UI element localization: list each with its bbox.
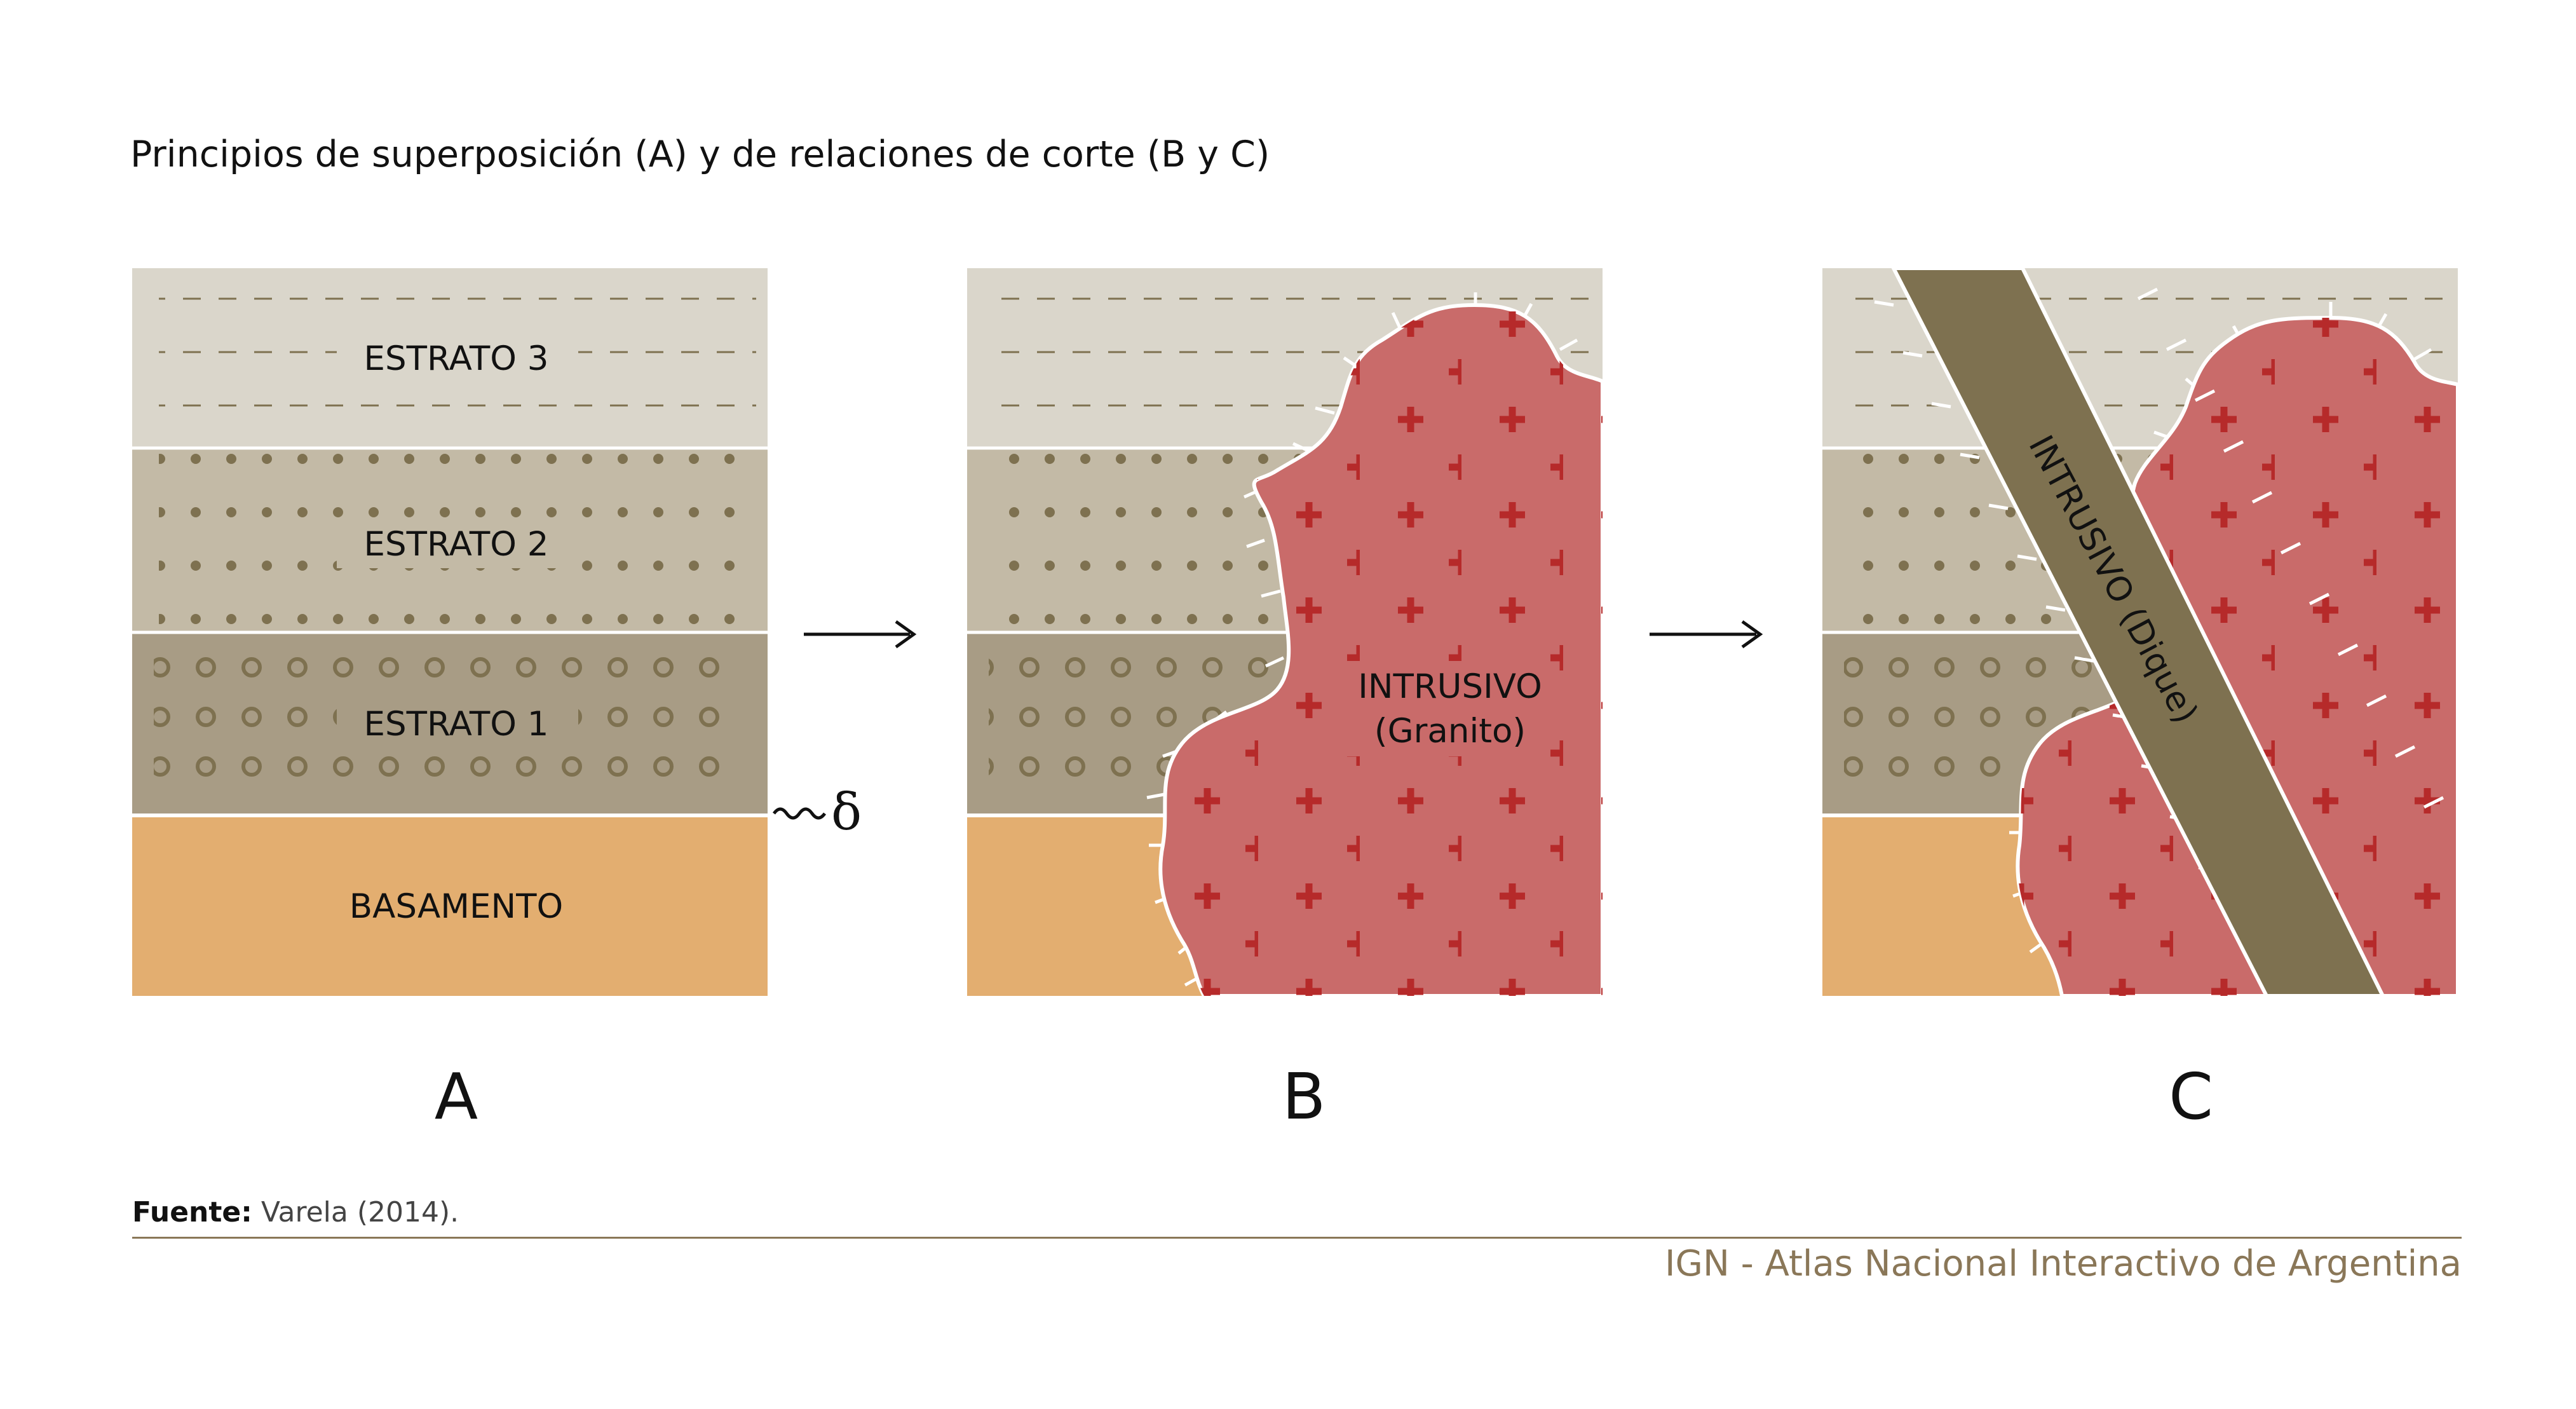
dike-intrusion	[1891, 268, 2385, 996]
panel-letter-b: B	[1282, 1059, 1326, 1134]
panel-letter-a: A	[435, 1059, 478, 1134]
source-label: Fuente:	[132, 1196, 252, 1229]
unconformity-wave-icon	[772, 807, 827, 820]
arrow-a-to-b	[804, 620, 917, 649]
footer-credit: IGN - Atlas Nacional Interactivo de Arge…	[1665, 1243, 2462, 1284]
source-text: Varela (2014).	[261, 1196, 459, 1229]
estrato-1-label: ESTRATO 1	[364, 705, 549, 744]
panel-letter-c: C	[2169, 1059, 2213, 1134]
granite-label-line1: INTRUSIVO	[1358, 667, 1542, 706]
page-title: Principios de superposición (A) y de rel…	[130, 133, 1270, 175]
basamento-label: BASAMENTO	[349, 887, 563, 926]
arrow-b-to-c	[1650, 620, 1763, 649]
granite-label-line2: (Granito)	[1374, 712, 1526, 751]
footer-divider	[132, 1237, 2462, 1239]
panel-c: INTRUSIVO (Dique)	[1822, 268, 2458, 996]
estrato-2-label: ESTRATO 2	[364, 525, 549, 564]
panel-a: ESTRATO 3 ESTRATO 2 ESTRATO 1 BASAMENTO …	[132, 268, 862, 996]
panel-b: INTRUSIVO (Granito)	[967, 268, 1603, 996]
unconformity-symbol: δ	[831, 782, 862, 841]
estrato-3-label: ESTRATO 3	[364, 339, 549, 378]
source-note: Fuente: Varela (2014).	[132, 1196, 459, 1229]
basamento-layer	[132, 815, 768, 996]
granite-cross-texture	[1160, 305, 1603, 996]
